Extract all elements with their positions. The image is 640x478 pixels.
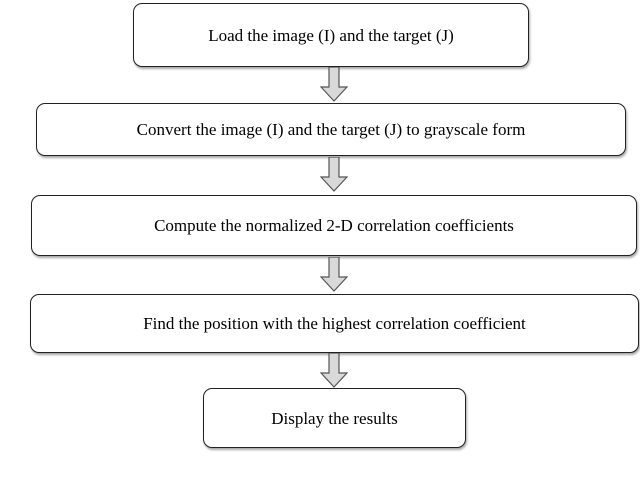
down-arrow-icon	[320, 157, 348, 192]
step-find-position-label: Find the position with the highest corre…	[143, 314, 526, 333]
step-display-results: Display the results	[203, 388, 466, 448]
step-convert-grayscale-label: Convert the image (I) and the target (J)…	[136, 120, 526, 139]
step-display-results-label: Display the results	[271, 408, 398, 428]
down-arrow-icon	[320, 353, 348, 388]
down-arrow-icon	[320, 67, 348, 102]
down-arrow-icon	[320, 257, 348, 292]
step-compute-correlation-label: Compute the normalized 2-D correlation c…	[154, 216, 514, 235]
step-load-image: Load the image (I) and the target (J)	[133, 3, 529, 67]
step-load-image-label: Load the image (I) and the target (J)	[208, 25, 454, 45]
step-find-position: Find the position with the highest corre…	[30, 294, 639, 353]
step-convert-grayscale: Convert the image (I) and the target (J)…	[36, 103, 626, 156]
step-compute-correlation: Compute the normalized 2-D correlation c…	[31, 195, 637, 256]
